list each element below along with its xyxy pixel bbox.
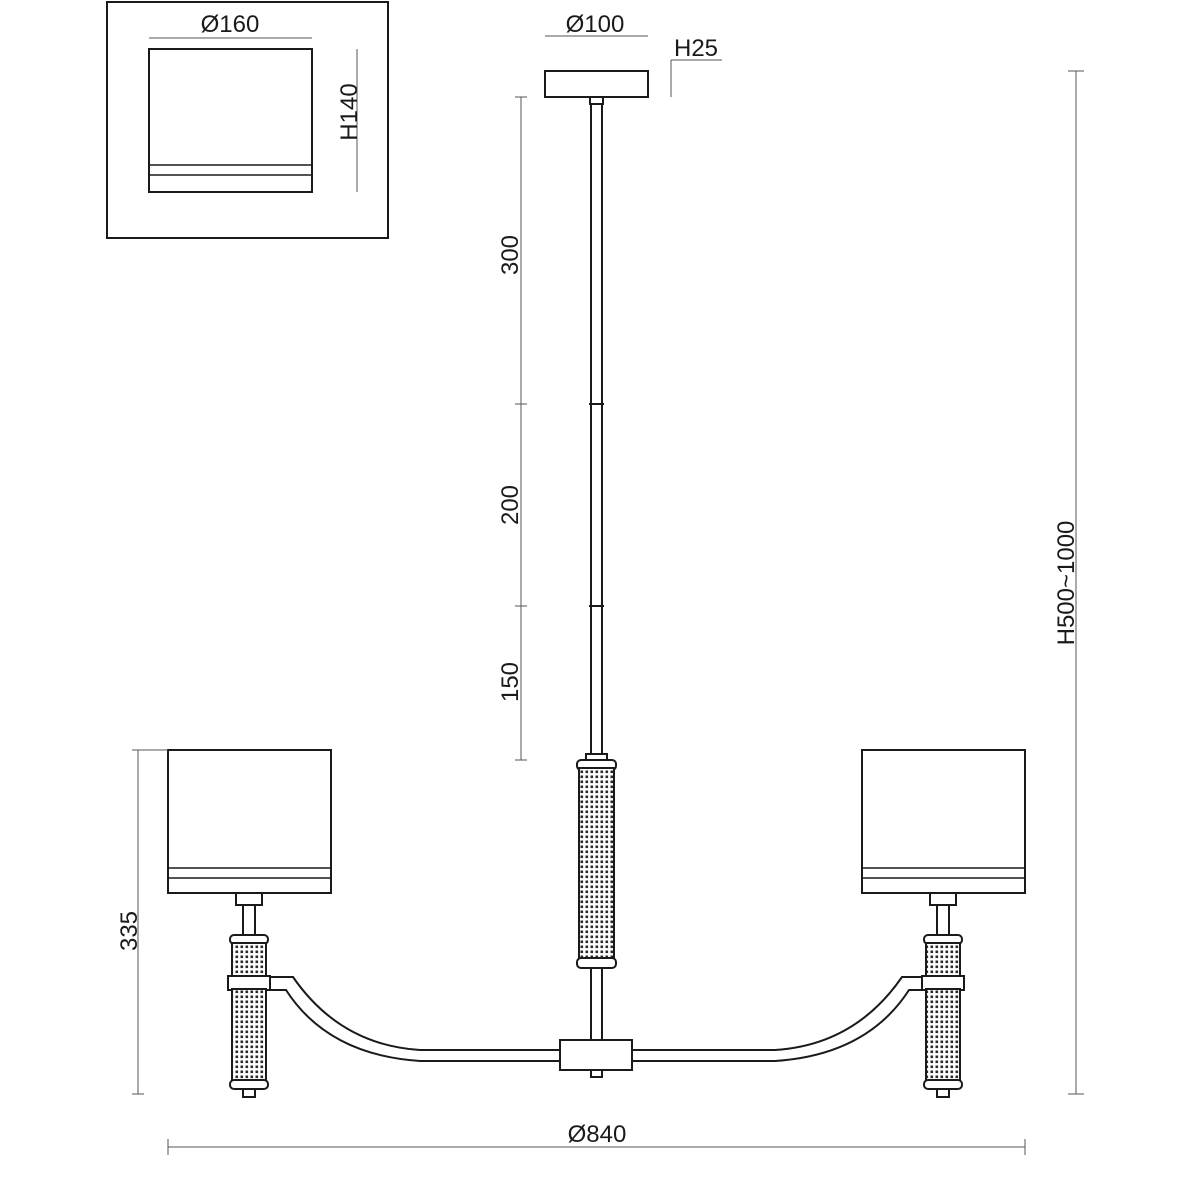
- shade-diameter-label: Ø160: [201, 11, 260, 38]
- canopy-plate: [544, 70, 649, 98]
- inset-shade: [148, 48, 313, 193]
- rod-segment-top-label: 300: [497, 235, 524, 275]
- left-arm: [267, 976, 561, 1062]
- right-mesh-upper: [925, 942, 961, 978]
- center-mesh-sleeve: [576, 759, 617, 1041]
- right-mesh-lower: [925, 988, 961, 1082]
- left-shade: [167, 749, 332, 894]
- rod-segment-middle-label: 200: [497, 485, 524, 525]
- center-mesh: [578, 767, 615, 961]
- right-lamp: [861, 749, 1026, 1098]
- rod-segment-dimensions: 300 200 150: [497, 96, 527, 761]
- total-width-label: Ø840: [568, 1121, 627, 1148]
- shade-height-label: H140: [336, 83, 363, 140]
- rod-middle: [590, 403, 603, 607]
- left-mesh-upper: [231, 942, 267, 978]
- canopy: Ø100 H25: [544, 11, 722, 98]
- rod-upper: [590, 103, 603, 405]
- canopy-height-label: H25: [674, 35, 718, 62]
- arm-height-label: 335: [116, 911, 143, 951]
- arms: [267, 976, 925, 1078]
- right-shade: [861, 749, 1026, 894]
- left-lamp: [167, 749, 332, 1098]
- canopy-diameter-label: Ø100: [566, 11, 625, 38]
- left-mesh-lower: [231, 988, 267, 1082]
- inset-frame: [106, 1, 389, 239]
- total-height-label: H500~1000: [1053, 521, 1080, 646]
- right-arm: [631, 976, 925, 1062]
- shade-detail-inset: Ø160 H140: [106, 1, 389, 239]
- rod-segment-bottom-label: 150: [497, 662, 524, 702]
- rod-lower: [590, 605, 603, 759]
- suspension-rod: [585, 96, 608, 761]
- overall-dimensions: 335 H500~1000 Ø840: [116, 70, 1084, 1155]
- center-hub: [559, 1039, 633, 1071]
